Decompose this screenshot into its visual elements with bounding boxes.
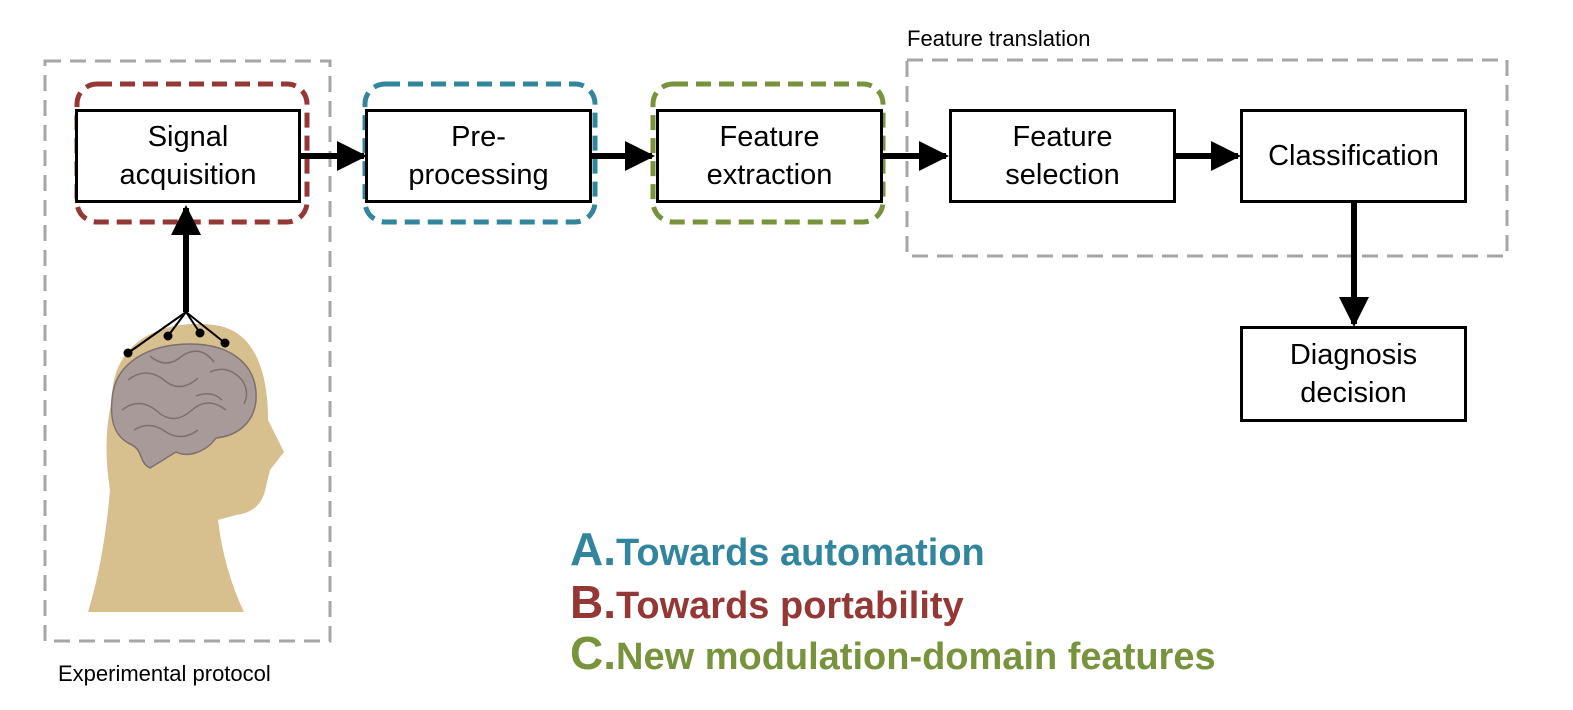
automation-highlight xyxy=(362,81,598,225)
preprocessing-box: Pre- processing xyxy=(365,109,592,203)
experimental-protocol-group xyxy=(43,59,332,643)
legend-letter-c: C. xyxy=(570,627,616,679)
legend-text-portability: Towards portability xyxy=(616,585,964,627)
features-highlight xyxy=(650,81,886,225)
classification-box: Classification xyxy=(1240,109,1467,203)
brain-folds xyxy=(121,350,248,438)
legend-item-portability: B.Towards portability xyxy=(570,575,964,629)
diagnosis-decision-box: Diagnosis decision xyxy=(1240,326,1467,422)
feature-extraction-box: Feature extraction xyxy=(656,109,883,203)
legend-item-automation: A.Towards automation xyxy=(570,522,985,576)
legend-letter-b: B. xyxy=(570,576,616,628)
legend-letter-a: A. xyxy=(570,523,616,575)
legend-text-automation: Towards automation xyxy=(616,532,985,574)
feature-selection-box: Feature selection xyxy=(949,109,1176,203)
legend-item-features: C.New modulation-domain features xyxy=(570,626,1216,680)
brain-shape xyxy=(110,343,257,469)
electrode-wires xyxy=(123,311,230,358)
signal-acquisition-box: Signal acquisition xyxy=(75,109,301,203)
feature-translation-label: Feature translation xyxy=(907,26,1091,51)
feature-translation-group xyxy=(905,58,1509,258)
legend-text-features: New modulation-domain features xyxy=(616,636,1216,678)
experimental-protocol-label: Experimental protocol xyxy=(58,661,271,686)
